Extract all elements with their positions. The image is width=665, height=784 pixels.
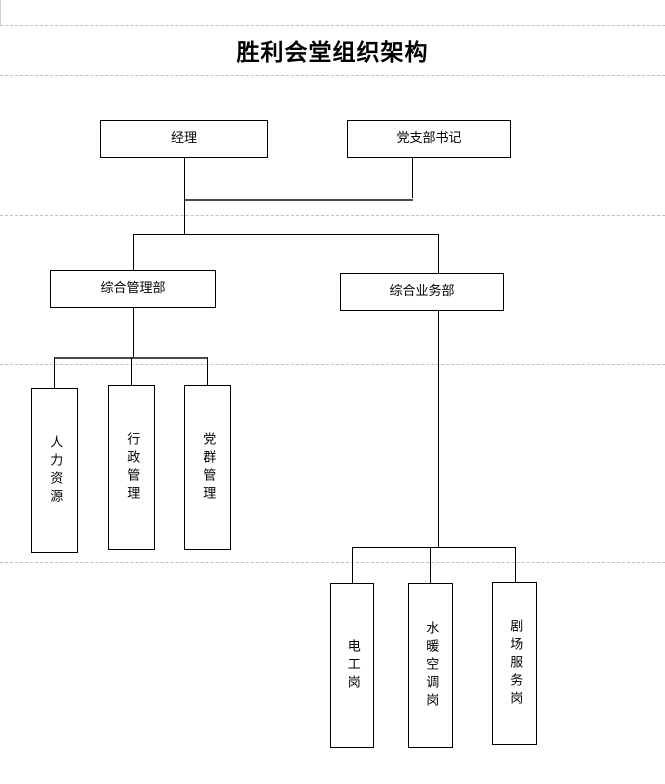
node-party-secretary[interactable]: 党支部书记 (347, 120, 511, 158)
edge-party-secretary-stem (412, 158, 413, 198)
node-general-management-dept[interactable]: 综合管理部 (50, 270, 216, 308)
node-theater-service-post[interactable]: 剧场服务岗 (492, 582, 537, 745)
node-human-resources-label: 人力资源 (47, 434, 63, 507)
node-theater-service-post-label: 剧场服务岗 (507, 618, 523, 709)
edge-right-branch-bus (352, 547, 515, 548)
edge-general-business-stem (438, 311, 439, 547)
guide-rule-5 (0, 562, 665, 563)
page-edge-tick (0, 0, 1, 26)
guide-rule-4 (0, 364, 665, 365)
guide-rule-3 (0, 215, 665, 216)
edge-drop-theater-service-post (515, 547, 516, 582)
edge-peer-link-manager-secretary (184, 199, 413, 201)
edge-drop-general-business (438, 234, 439, 274)
node-human-resources[interactable]: 人力资源 (31, 388, 78, 553)
guide-rule-2 (0, 75, 665, 76)
edge-manager-stem (184, 158, 185, 200)
node-general-management-dept-label: 综合管理部 (100, 281, 166, 297)
node-administration[interactable]: 行政管理 (108, 385, 155, 550)
node-administration-label: 行政管理 (124, 431, 140, 504)
edge-drop-human-resources (54, 357, 55, 388)
guide-rule-1 (0, 25, 665, 26)
edge-general-management-stem (133, 308, 134, 358)
edge-drop-party-mass-management (207, 357, 208, 385)
edge-drop-electrician-post (352, 547, 353, 583)
edge-level2-bus (133, 234, 439, 235)
node-hvac-plumbing-post[interactable]: 水暖空调岗 (408, 583, 453, 748)
edge-drop-hvac-plumbing-post (430, 547, 431, 583)
edge-drop-general-management (133, 234, 134, 271)
edge-drop-administration (131, 357, 132, 385)
node-general-business-dept[interactable]: 综合业务部 (340, 273, 504, 311)
edge-manager-trunk (184, 199, 185, 235)
node-electrician-post[interactable]: 电工岗 (330, 583, 374, 748)
node-manager-label: 经理 (170, 131, 197, 147)
node-manager[interactable]: 经理 (100, 120, 268, 158)
node-party-mass-management[interactable]: 党群管理 (184, 385, 231, 550)
node-hvac-plumbing-post-label: 水暖空调岗 (423, 620, 439, 711)
node-party-mass-management-label: 党群管理 (200, 431, 216, 504)
node-party-secretary-label: 党支部书记 (396, 131, 462, 147)
node-electrician-post-label: 电工岗 (344, 638, 360, 693)
page-title: 胜利会堂组织架构 (236, 39, 429, 66)
node-general-business-dept-label: 综合业务部 (389, 284, 455, 300)
